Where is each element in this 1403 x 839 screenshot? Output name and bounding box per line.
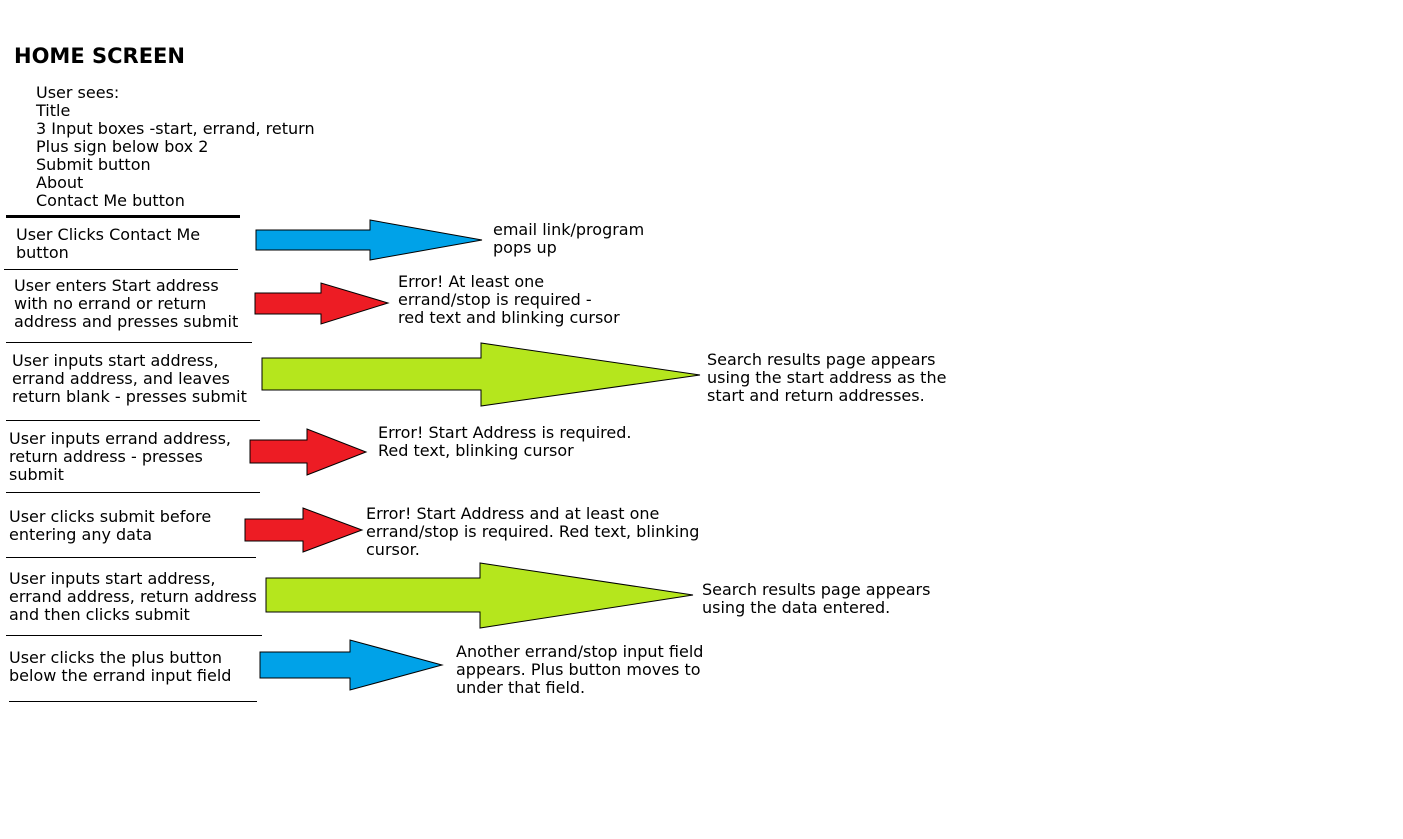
separator [6, 420, 260, 421]
user-sees-item: Submit button [36, 155, 151, 174]
flow-action-empty-submit: User clicks submit before entering any d… [9, 507, 212, 544]
page-title: HOME SCREEN [14, 44, 185, 68]
separator-top [6, 215, 240, 218]
flow-arrow-contact [255, 219, 483, 261]
flow-action-plus: User clicks the plus button below the er… [9, 648, 232, 685]
flow-result-no-return: Search results page appears using the st… [707, 350, 947, 405]
separator [6, 557, 256, 558]
flow-result-no-start: Error! Start Address is required. Red te… [378, 423, 632, 460]
user-sees-item: Title [36, 101, 71, 120]
flow-result-start-only: Error! At least one errand/stop is requi… [398, 272, 620, 327]
flow-action-no-return: User inputs start address, errand addres… [12, 351, 247, 406]
flow-arrow-plus [259, 639, 444, 691]
user-sees-item: 3 Input boxes -start, errand, return [36, 119, 315, 138]
user-sees-heading: User sees: [36, 83, 120, 102]
flow-action-start-only: User enters Start address with no errand… [14, 276, 239, 331]
user-sees-list: User sees: Title 3 Input boxes -start, e… [36, 84, 315, 210]
user-sees-item: About [36, 173, 84, 192]
flow-action-no-start: User inputs errand address, return addre… [9, 429, 231, 484]
flow-result-full-submit: Search results page appears using the da… [702, 580, 931, 617]
flow-action-contact: User Clicks Contact Me button [16, 225, 201, 262]
separator [6, 342, 252, 343]
flow-arrow-start-only [254, 282, 390, 325]
separator [9, 701, 257, 702]
user-sees-item: Contact Me button [36, 191, 185, 210]
user-sees-item: Plus sign below box 2 [36, 137, 209, 156]
separator [4, 269, 238, 270]
flow-arrow-full-submit [265, 562, 694, 629]
flow-arrow-no-return [261, 342, 701, 407]
flow-result-empty-submit: Error! Start Address and at least one er… [366, 504, 700, 559]
flow-result-plus: Another errand/stop input field appears.… [456, 642, 704, 697]
separator [6, 492, 260, 493]
flow-arrow-empty-submit [244, 507, 364, 553]
flow-arrow-no-start [249, 428, 368, 476]
flow-result-contact: email link/program pops up [493, 220, 645, 257]
separator [6, 635, 262, 636]
flow-action-full-submit: User inputs start address, errand addres… [9, 569, 257, 624]
